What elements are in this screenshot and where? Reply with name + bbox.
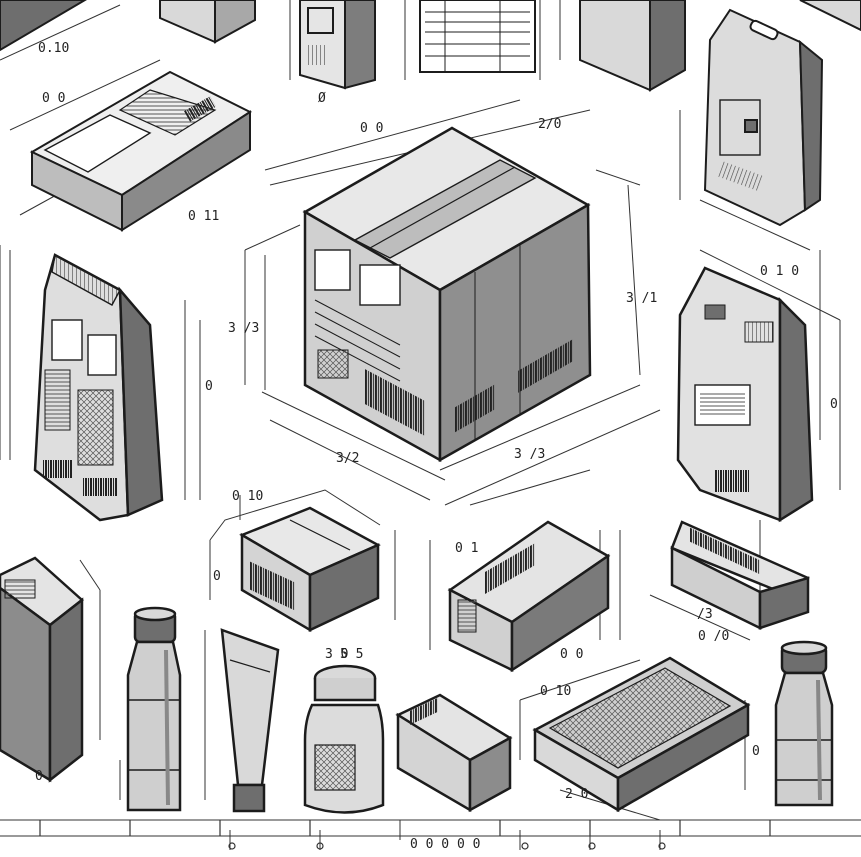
round-jar bbox=[303, 664, 385, 814]
dim-label: 0 /0 bbox=[698, 629, 729, 644]
bottom-ruler bbox=[39, 820, 771, 850]
dim-label: Ø bbox=[318, 91, 326, 106]
dim-label: 3 /3 bbox=[514, 447, 545, 462]
dim-label: 5 5 bbox=[340, 647, 363, 662]
dim-label: 0 10 bbox=[232, 489, 263, 504]
small-carton-left bbox=[239, 506, 381, 633]
dim-label: 3/2 bbox=[336, 451, 359, 466]
dim-label: 0 0 bbox=[42, 91, 65, 106]
stand-up-pouch-top-right bbox=[703, 8, 824, 227]
top-box-2 bbox=[299, 0, 376, 90]
dim-label: 0 bbox=[830, 397, 838, 412]
flat-shipping-box bbox=[29, 70, 253, 232]
bottle-1 bbox=[126, 606, 182, 812]
dim-label: 0 bbox=[752, 744, 760, 759]
dim-label: 0 bbox=[213, 569, 221, 584]
coffee-bag-right bbox=[676, 266, 814, 523]
top-right-partial bbox=[799, 0, 861, 32]
top-box-1 bbox=[159, 0, 256, 44]
dim-label: 0 10 bbox=[540, 684, 571, 699]
top-box-3 bbox=[579, 0, 686, 92]
squeeze-tube bbox=[220, 628, 280, 813]
dim-label: 3 /1 bbox=[626, 291, 657, 306]
dim-label: 3 0 bbox=[325, 647, 348, 662]
top-label-sheet bbox=[419, 0, 536, 73]
bottle-2 bbox=[774, 640, 834, 807]
dim-label: 2 0 bbox=[565, 787, 588, 802]
small-carton-center bbox=[447, 520, 611, 673]
dim-label: 0 bbox=[35, 769, 43, 784]
dim-label: 0 0 bbox=[560, 647, 583, 662]
top-left-partial-box bbox=[0, 0, 87, 52]
dim-label: 0 0 0 0 0 bbox=[410, 837, 480, 852]
product-tray bbox=[532, 656, 751, 813]
dim-label: 0 1 bbox=[455, 541, 478, 556]
dim-label: 0.10 bbox=[38, 41, 69, 56]
dim-label: 0 11 bbox=[188, 209, 219, 224]
dim-label: 0 1 0 bbox=[760, 264, 799, 279]
dimension-label-group: 0.10 0 0 0 11 Ø 2/0 0 0 3 /1 3 /3 3/2 3 … bbox=[35, 41, 838, 852]
small-carton-bottom bbox=[395, 693, 513, 813]
dim-label: /3 bbox=[697, 607, 713, 622]
coffee-bag-left bbox=[33, 253, 164, 522]
dim-label: 0 0 bbox=[360, 121, 383, 136]
carton-bottom-left bbox=[0, 556, 84, 783]
long-thin-box bbox=[670, 520, 810, 631]
dim-label: 0 bbox=[205, 379, 213, 394]
dim-label: 3 /3 bbox=[228, 321, 259, 336]
dim-label: 2/0 bbox=[538, 117, 561, 132]
large-shipping-carton bbox=[302, 126, 592, 463]
